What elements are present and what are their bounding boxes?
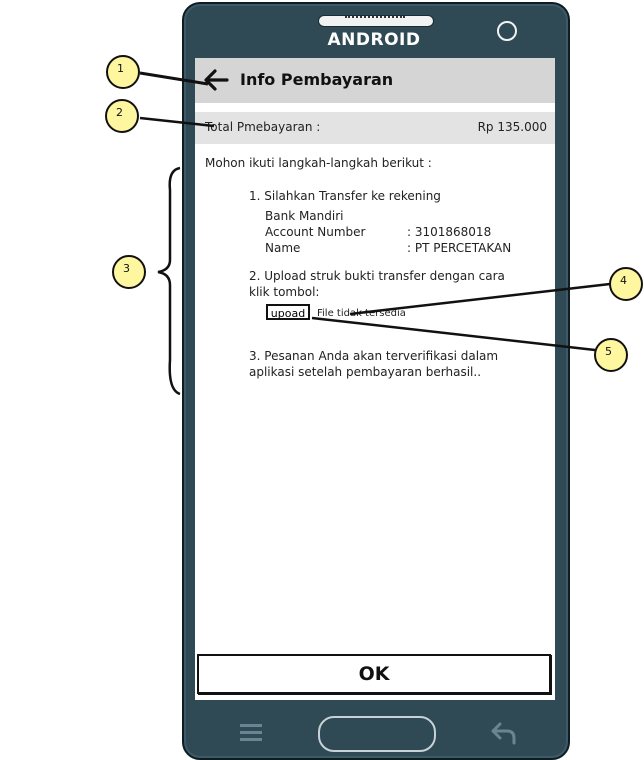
annotation-number: 4 [620, 274, 627, 287]
step-3-text: 3. Pesanan Anda akan terverifikasi dalam… [249, 349, 499, 379]
annotation-number: 5 [605, 345, 612, 358]
page-title: Info Pembayaran [240, 70, 394, 89]
file-status-text: File tidak tersedia [317, 308, 406, 319]
annotation-badge: 4 [609, 267, 643, 301]
annotation-badge: 3 [112, 255, 146, 289]
account-number-value: : 3101868018 [407, 225, 492, 239]
ok-button[interactable]: OK [197, 654, 551, 694]
back-nav-icon[interactable] [490, 719, 518, 747]
step-2-text: 2. Upload struk bukti transfer dengan ca… [249, 269, 505, 299]
annotation-badge: 5 [594, 338, 628, 372]
account-name-value: : PT PERCETAKAN [407, 241, 512, 255]
app-screen: Info Pembayaran Total Pmebayaran : Rp 13… [195, 58, 555, 700]
total-payment-label: Total Pmebayaran : [205, 120, 321, 134]
upload-button[interactable]: upoad [266, 304, 310, 320]
arrow-left-icon[interactable] [203, 66, 229, 94]
annotation-number: 1 [117, 62, 124, 75]
total-payment-value: Rp 135.000 [477, 120, 547, 134]
annotation-number: 2 [116, 106, 123, 119]
speaker-dots [345, 16, 405, 24]
step-1-text: 1. Silahkan Transfer ke rekening [249, 189, 441, 203]
annotation-number: 3 [123, 262, 130, 275]
menu-icon[interactable] [240, 724, 262, 742]
annotation-badge: 1 [106, 55, 140, 89]
app-bar: Info Pembayaran [195, 58, 555, 103]
bank-name: Bank Mandiri [265, 209, 344, 223]
instructions-intro: Mohon ikuti langkah-langkah berikut : [205, 156, 432, 170]
speaker-grille [318, 15, 434, 27]
annotation-badge: 2 [105, 99, 139, 133]
total-payment-bar: Total Pmebayaran : Rp 135.000 [195, 112, 555, 144]
account-number-label: Account Number [265, 225, 366, 239]
camera-icon [497, 21, 517, 41]
account-name-label: Name [265, 241, 301, 255]
home-button[interactable] [318, 716, 436, 752]
device-brand: ANDROID [327, 30, 421, 50]
